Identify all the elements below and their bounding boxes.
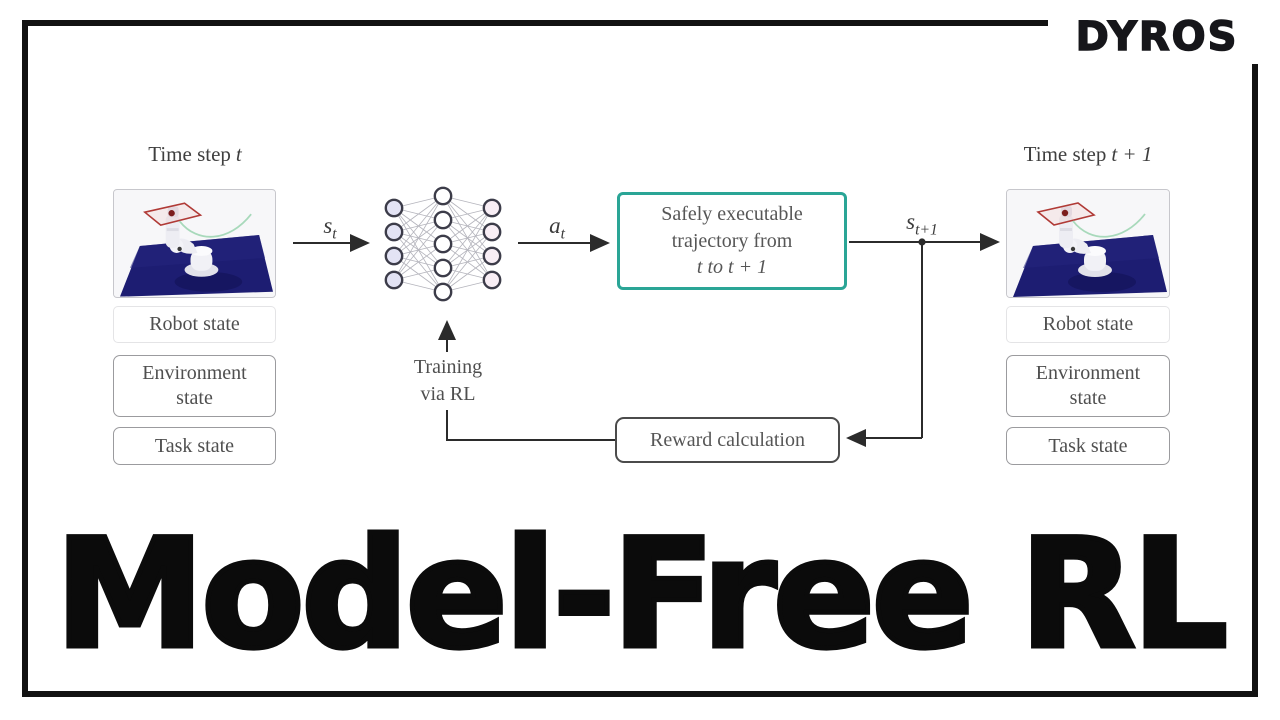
page-title: Model-Free RL: [53, 505, 1231, 684]
dyros-logo: DYROS: [1048, 10, 1266, 64]
reward-calculation-box: Reward calculation: [615, 417, 840, 463]
trajectory-line-2: trajectory from: [671, 229, 793, 252]
trajectory-line-3: t to t + 1: [696, 256, 768, 279]
state-t1-base: s: [906, 209, 916, 234]
robot-state-box-right: Robot state: [1006, 306, 1170, 343]
training-via-rl-label: Training via RL: [403, 352, 493, 410]
robot-state-label: Robot state: [1042, 313, 1134, 335]
robot-scene-illustration: [114, 190, 275, 297]
state-t1-sub: t+1: [915, 221, 938, 239]
robot-state-box-left: Robot state: [113, 306, 276, 343]
time-step-t-prefix: Time step: [148, 142, 231, 166]
state-t-math-label: st: [300, 213, 360, 244]
robot-scene-illustration: [1007, 190, 1169, 297]
environment-state-label: Environment state: [142, 362, 247, 409]
robot-scene-t-image: [113, 189, 276, 298]
task-state-label: Task state: [1048, 434, 1128, 457]
environment-state-box-left: Environment state: [113, 355, 276, 417]
environment-state-box-right: Environment state: [1006, 355, 1170, 417]
time-step-t-var: t: [235, 142, 242, 166]
neural-network-svg: [384, 186, 502, 302]
action-t-sub: t: [560, 225, 565, 243]
task-state-box-left: Task state: [113, 427, 276, 465]
state-t-base: s: [323, 213, 333, 238]
task-state-label: Task state: [154, 434, 235, 457]
training-line-1: Training: [413, 356, 483, 378]
dyros-logo-text: DYROS: [1075, 13, 1239, 61]
state-t-sub: t: [332, 225, 337, 243]
robot-scene-t1-image: [1006, 189, 1170, 298]
robot-state-label: Robot state: [149, 313, 240, 335]
slide-border-frame: [22, 20, 1258, 697]
trajectory-line-1: Safely executable: [661, 203, 803, 226]
task-state-box-right: Task state: [1006, 427, 1170, 465]
action-t-base: a: [549, 213, 561, 238]
state-t1-math-label: st+1: [872, 209, 972, 240]
time-step-t1-prefix: Time step: [1023, 142, 1107, 166]
training-line-2: via RL: [420, 383, 476, 405]
action-t-math-label: at: [527, 213, 587, 244]
neural-network-icon: [381, 184, 507, 306]
trajectory-box: Safely executable trajectory from t to t…: [617, 192, 847, 290]
environment-state-label: Environment state: [1035, 362, 1141, 409]
time-step-t1-var: t + 1: [1111, 142, 1153, 166]
reward-calculation-label: Reward calculation: [650, 428, 805, 451]
